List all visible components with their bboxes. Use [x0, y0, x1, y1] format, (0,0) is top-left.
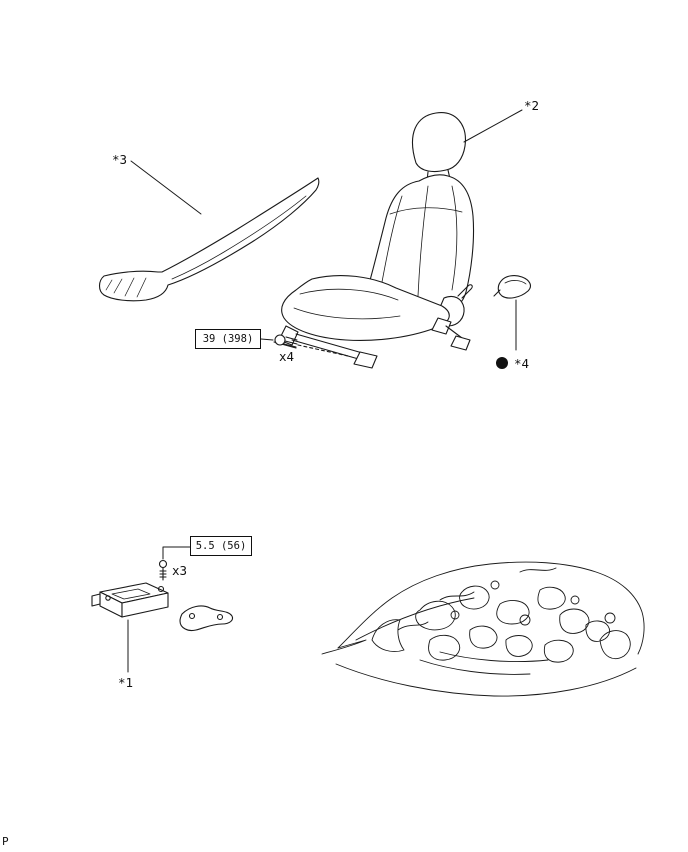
- sensor-bolt-quantity-label: x3: [172, 563, 188, 578]
- torque-box-seat-connector: [260, 338, 274, 341]
- leader-line-callout-2: [463, 109, 523, 143]
- page-letter: P: [2, 835, 9, 848]
- torque-box-seat: 39 (398): [195, 329, 261, 349]
- torque-box-sensor-connector: [162, 546, 191, 560]
- leader-lines: [127, 109, 523, 673]
- cover-cap-illustration: [493, 275, 531, 299]
- engine-compartment-illustration: [321, 561, 645, 697]
- seat-cushion: [281, 275, 450, 341]
- front-seat-illustration: [273, 112, 475, 369]
- headrest: [412, 112, 466, 173]
- callout-3-label: *3: [112, 152, 128, 167]
- seat-bolt-icon: [274, 334, 349, 357]
- seat-bolt-quantity-label: x4: [279, 349, 295, 364]
- bracket-illustration: [179, 605, 234, 632]
- callout-4-label: *4: [514, 356, 530, 371]
- clip-dot-icon: [496, 357, 508, 369]
- sensor-bolt-icon: [158, 559, 168, 581]
- leader-line-callout-3: [130, 160, 202, 215]
- torque-box-sensor: 5.5 (56): [190, 536, 252, 556]
- bolt-to-rail-dashed-line: [297, 344, 349, 357]
- callout-1-label: *1: [118, 675, 134, 690]
- sensor-module-illustration: [91, 582, 169, 618]
- pillar-garnish-illustration: [98, 177, 320, 302]
- callout-2-label: *2: [524, 98, 540, 113]
